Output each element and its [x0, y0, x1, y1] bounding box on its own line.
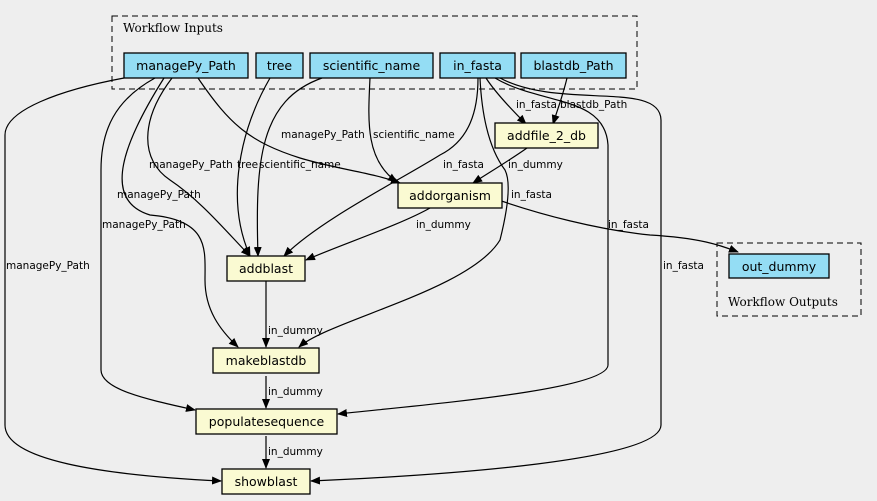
- edge-label: managePy_Path: [149, 159, 233, 171]
- step-addfile_2_db[interactable]: addfile_2_db: [494, 122, 599, 149]
- step-addblast[interactable]: addblast: [226, 255, 306, 282]
- svg-text:out_dummy: out_dummy: [742, 259, 817, 274]
- step-showblast[interactable]: showblast: [221, 468, 311, 495]
- workflow-inputs-label: Workflow Inputs: [123, 21, 223, 35]
- step-makeblastdb[interactable]: makeblastdb: [212, 347, 320, 374]
- input-in_fasta[interactable]: in_fasta: [439, 52, 516, 79]
- edge-in_fasta-addblast: [283, 77, 479, 257]
- edge-in_fasta-addfile_2_db: [485, 77, 527, 125]
- step-populatesequence[interactable]: populatesequence: [195, 408, 338, 435]
- svg-text:in_fasta: in_fasta: [453, 58, 502, 73]
- edge-managePy_Path-showblast: [4, 77, 222, 485]
- edge-addfile_2_db-addorganism: [472, 147, 528, 184]
- input-blastdb_Path[interactable]: blastdb_Path: [520, 52, 627, 79]
- edge-label: in_fasta: [516, 99, 557, 111]
- workflow-outputs-label: Workflow Outputs: [728, 295, 838, 309]
- workflow-inputs-cluster: Workflow Inputs: [111, 15, 638, 90]
- edge-label: in_fasta: [663, 260, 704, 272]
- input-scientific_name[interactable]: scientific_name: [309, 52, 434, 79]
- svg-text:managePy_Path: managePy_Path: [136, 58, 236, 73]
- edge-label: in_fasta: [608, 219, 649, 231]
- input-tree[interactable]: tree: [255, 52, 304, 79]
- svg-text:addorganism: addorganism: [409, 188, 491, 203]
- svg-text:populatesequence: populatesequence: [209, 414, 325, 429]
- edge-label: in_dummy: [268, 446, 323, 458]
- svg-text:tree: tree: [267, 58, 292, 73]
- edge-managePy_Path-addorganism: [197, 77, 401, 184]
- svg-text:scientific_name: scientific_name: [323, 58, 421, 73]
- edge-label: in_dummy: [508, 159, 563, 171]
- edge-in_fasta-populatesequence: [337, 77, 609, 417]
- edge-label: in_fasta: [511, 189, 552, 201]
- edge-label: in_dummy: [268, 386, 323, 398]
- edge-managePy_Path-makeblastdb: [121, 77, 239, 348]
- edge-scientific_name-addblast: [253, 77, 323, 257]
- edge-label: managePy_Path: [281, 129, 365, 141]
- svg-text:addfile_2_db: addfile_2_db: [507, 128, 586, 143]
- edge-label: in_fasta: [443, 159, 484, 171]
- edge-label: scientific_name: [373, 129, 455, 141]
- edge-in_fasta-makeblastdb: [298, 77, 509, 348]
- edge-labels: in_fasta blastdb_Path managePy_Path scie…: [6, 99, 704, 458]
- input-managePy_Path[interactable]: managePy_Path: [123, 52, 249, 79]
- edge-label: managePy_Path: [6, 260, 90, 272]
- output-out_dummy[interactable]: out_dummy: [728, 253, 830, 279]
- edge-label: in_dummy: [268, 325, 323, 337]
- edge-label: in_dummy: [416, 219, 471, 231]
- workflow-outputs-cluster: Workflow Outputs: [716, 242, 862, 317]
- edge-label: managePy_Path: [117, 189, 201, 201]
- svg-text:addblast: addblast: [239, 261, 293, 276]
- edges: [4, 77, 739, 485]
- svg-text:showblast: showblast: [235, 474, 298, 489]
- edge-in_fasta-showblast: [310, 77, 662, 485]
- edge-managePy_Path-addblast: [147, 77, 251, 257]
- edge-scientific_name-addorganism: [368, 77, 398, 183]
- edge-label: blastdb_Path: [560, 99, 627, 111]
- edge-addorganism-addblast: [305, 207, 431, 261]
- edge-label: managePy_Path: [102, 219, 186, 231]
- edge-label: scientific_name: [259, 159, 341, 171]
- edge-tree-addblast: [236, 77, 271, 257]
- svg-text:makeblastdb: makeblastdb: [226, 353, 307, 368]
- edge-managePy_Path-populatesequence: [100, 77, 196, 412]
- step-addorganism[interactable]: addorganism: [397, 182, 503, 209]
- svg-text:blastdb_Path: blastdb_Path: [533, 58, 613, 73]
- edge-addorganism-out_dummy: [489, 196, 739, 253]
- edge-label: tree: [237, 159, 258, 171]
